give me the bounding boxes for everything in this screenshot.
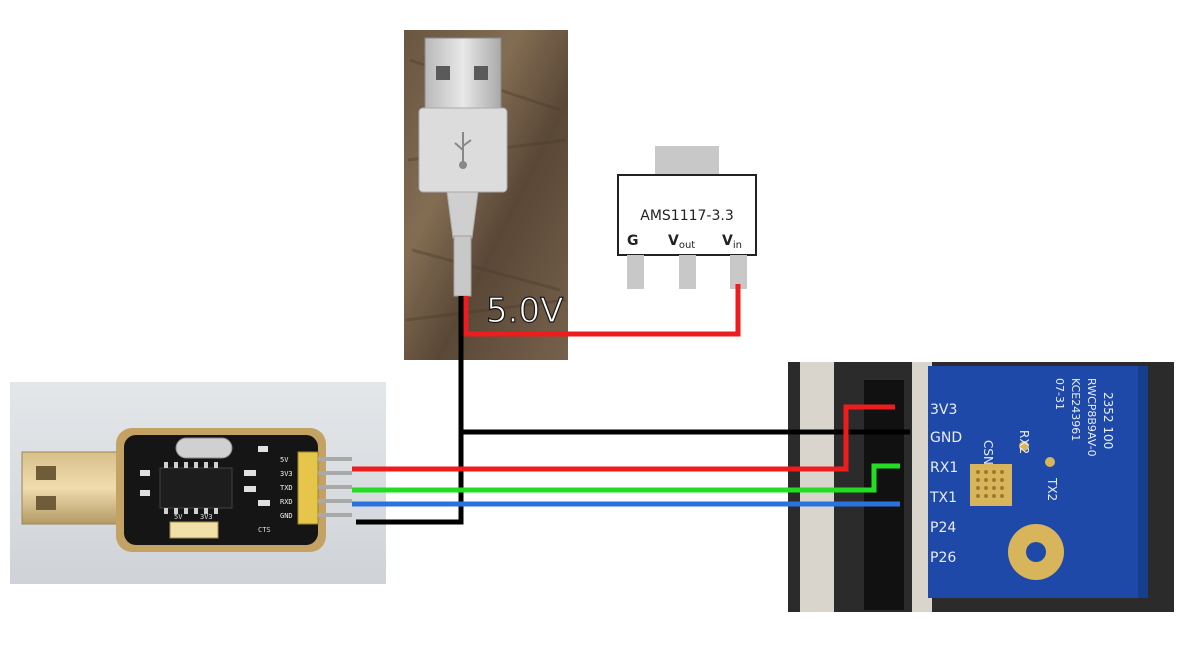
module-pin-3v3: 3V3 — [930, 402, 957, 418]
module-marking-3: KCE243961 — [1069, 378, 1082, 441]
adapter-label-5v: 5V — [174, 513, 183, 521]
adapter-pin-txd: TXD — [280, 484, 293, 492]
module-pad-rx2: RX2 — [1017, 430, 1031, 454]
adapter-pin-gnd: GND — [280, 512, 293, 520]
wire-5v-red — [463, 284, 741, 337]
module-pin-tx1: TX1 — [929, 490, 957, 506]
wire-gnd-black-trunk — [356, 296, 464, 525]
adapter-pin-5v: 5V — [280, 456, 289, 464]
module-pin-gnd: GND — [930, 430, 962, 446]
regulator-pin-vout: Vout — [668, 233, 695, 251]
module-marking-4: 07-31 — [1053, 378, 1066, 410]
adapter-label-3v3: 3V3 — [200, 513, 213, 521]
adapter-pin-3v3: 3V3 — [280, 470, 293, 478]
module-pin-rx1: RX1 — [930, 460, 958, 476]
wifi-module-photo: 3V3 GND RX1 TX1 P24 P26 CSN RX2 TX2 2352… — [788, 362, 1174, 612]
module-marking-2: RWCP8B9AV-0 — [1085, 378, 1098, 457]
usb-cable-photo — [404, 30, 568, 360]
wires — [352, 284, 910, 525]
regulator-pin-g: G — [627, 233, 639, 249]
regulator-pin-vin: Vin — [722, 233, 742, 251]
module-pin-p24: P24 — [930, 520, 956, 536]
adapter-pin-rxd: RXD — [280, 498, 293, 506]
module-pad-tx2: TX2 — [1045, 477, 1059, 501]
wire-txd-green — [352, 463, 900, 493]
module-pad-csn: CSN — [981, 440, 995, 465]
adapter-label-cts: CTS — [258, 526, 271, 534]
voltage-regulator: AMS1117-3.3 G Vout Vin — [617, 146, 757, 289]
wire-3v3-red — [352, 404, 895, 472]
usb-symbol-icon — [454, 132, 472, 169]
module-pin-p26: P26 — [930, 550, 956, 566]
module-marking-1: 2352 100 — [1101, 392, 1115, 449]
regulator-part-label: AMS1117-3.3 — [640, 208, 734, 224]
usb-serial-adapter-photo: 5V 3V3 CTS 5V 3V3 TXD RXD GND — [10, 382, 386, 584]
supply-voltage-label: 5.0V — [486, 291, 563, 331]
